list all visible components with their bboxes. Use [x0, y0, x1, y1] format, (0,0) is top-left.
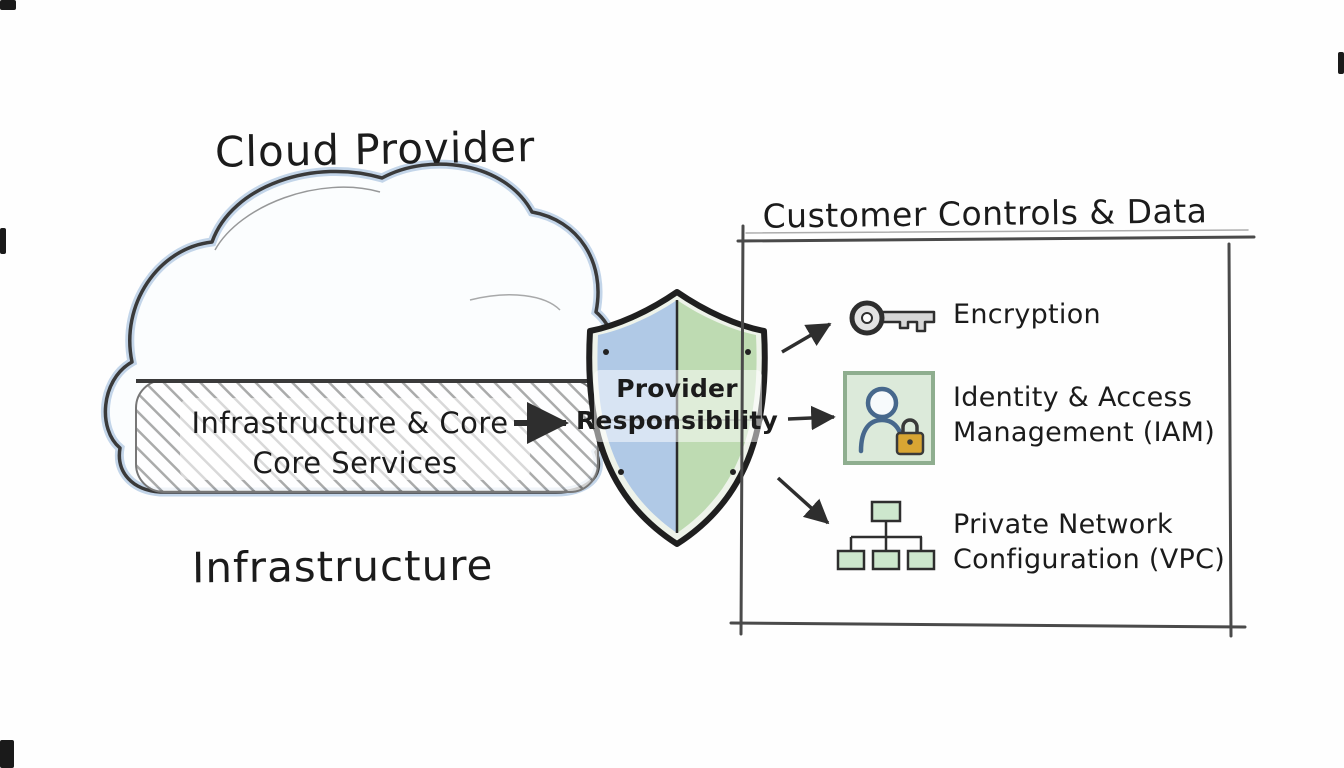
scan-artifact [1338, 52, 1344, 74]
infrastructure-caption: Infrastructure [191, 540, 494, 593]
arrow-shield-to-vpc [776, 476, 830, 525]
iam-label-line1: Identity & Access [953, 382, 1193, 413]
shield-label-line2: Responsibility [575, 406, 779, 435]
vpc-label-line2: Configuration (VPC) [953, 544, 1226, 575]
shield-label-line1: Provider [616, 374, 738, 403]
scan-artifact [0, 228, 6, 254]
customer-panel-title: Customer Controls & Data [762, 191, 1208, 236]
vpc-label-line1: Private Network [953, 509, 1173, 540]
network-tree-icon [836, 500, 936, 571]
scan-artifact [0, 0, 16, 10]
arrow-shield-to-encryption [781, 322, 832, 354]
person-lock-icon [843, 371, 935, 465]
band-label-line1: Infrastructure & Core [191, 406, 509, 440]
scan-artifact [0, 740, 14, 768]
encryption-label: Encryption [953, 299, 1101, 330]
customer-panel-border [729, 224, 1256, 638]
band-label-line2: Core Services [252, 446, 458, 480]
infrastructure-band [135, 379, 599, 493]
shield-icon [586, 289, 768, 547]
arrow-shield-to-iam [787, 405, 836, 431]
cloud-provider-title: Cloud Provider [214, 122, 536, 177]
key-icon [849, 300, 936, 336]
iam-label-line2: Management (IAM) [953, 417, 1216, 448]
